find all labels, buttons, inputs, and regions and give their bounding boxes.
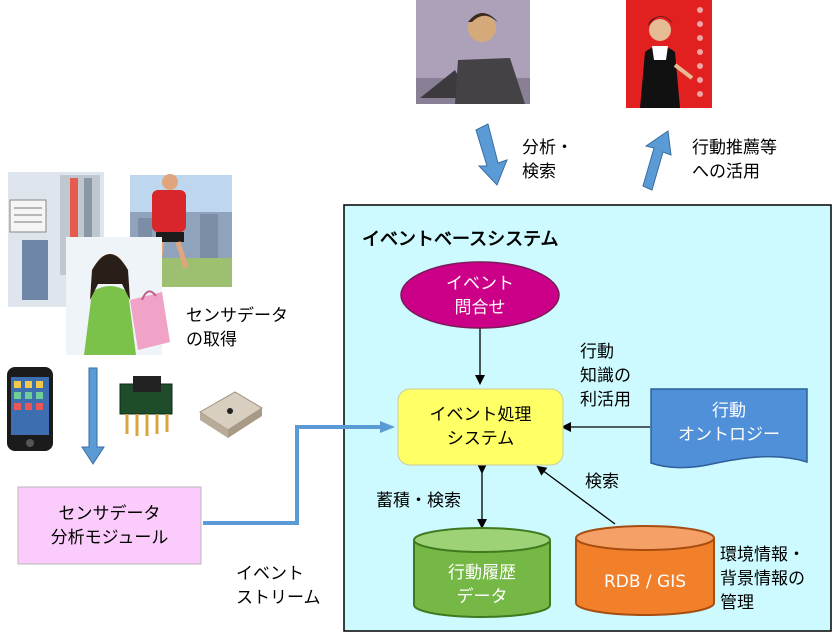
recommendation-label: 行動推薦等 への活用 <box>692 138 777 182</box>
sensor-chip-icon <box>119 376 173 436</box>
sensor-to-module-arrow <box>81 367 105 465</box>
analysis-search-arrow <box>475 123 508 186</box>
smartphone-icon <box>7 367 53 451</box>
analysis-search-label: 分析・ 検索 <box>522 138 573 182</box>
store-search-label: 蓄積・検索 <box>376 491 461 511</box>
rdb-to-processing-arrow <box>536 465 616 525</box>
event-query-node <box>400 261 560 329</box>
behavior-knowledge-label: 行動 知識の 利活用 <box>580 342 631 410</box>
event-processing-label: イベント処理 システム <box>429 405 532 449</box>
behavior-history-db-node <box>413 527 551 618</box>
behavior-ontology-node <box>650 388 808 469</box>
event-stream-line <box>203 425 382 525</box>
event-stream-arrowhead <box>380 421 395 433</box>
shopper-illustration <box>66 237 170 355</box>
event-processing-node <box>397 388 564 466</box>
rdb-gis-db-node <box>575 525 715 616</box>
behavior-history-label: 行動履歴 データ <box>448 563 516 607</box>
analyst-illustration <box>416 0 530 104</box>
sensor-module-icon <box>199 391 263 438</box>
sensor-acquisition-label: センサデータ の取得 <box>186 306 288 350</box>
behavior-ontology-label: 行動 オントロジー <box>678 401 780 445</box>
rdb-gis-label: RDB / GIS <box>603 572 687 592</box>
event-query-label: イベント 問合せ <box>446 274 514 318</box>
search-label: 検索 <box>585 472 619 492</box>
commuter-illustration <box>8 172 104 307</box>
event-stream-label: イベント ストリーム <box>236 564 321 608</box>
recommendation-arrow <box>642 130 672 191</box>
sensor-module-label: センサデータ 分析モジュール <box>50 504 169 548</box>
sensor-analysis-module-node <box>17 486 202 565</box>
environment-info-label: 環境情報・ 背景情報の 管理 <box>720 545 805 613</box>
presenter-illustration <box>626 0 712 108</box>
system-title: イベントベースシステム <box>362 229 559 250</box>
